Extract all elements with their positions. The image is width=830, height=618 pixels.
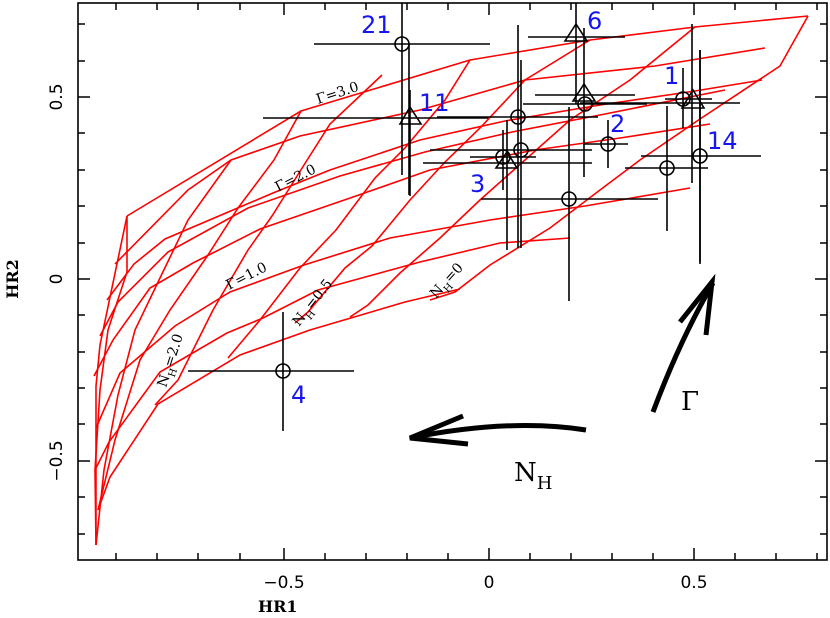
x-axis-title: HR1 (258, 597, 298, 616)
source-circle-e[interactable] (481, 107, 658, 301)
source-circle-d[interactable] (625, 106, 708, 231)
source-2[interactable] (583, 120, 628, 168)
gamma-curve-8 (97, 288, 461, 511)
grid-left-boundary (95, 215, 128, 545)
gamma-curve-3 (106, 79, 763, 301)
source-21[interactable] (314, 3, 490, 195)
label-2: 2 (610, 110, 625, 138)
source-labels: 21 6 11 1 2 14 3 4 (291, 7, 738, 409)
nh-curve-4 (154, 74, 383, 406)
nh-arrow-label: NH (514, 458, 552, 494)
source-11[interactable] (263, 90, 488, 196)
gamma-curve-5 (93, 123, 711, 377)
nh-curve-2 (294, 39, 591, 324)
label-11: 11 (419, 89, 450, 117)
label-21: 21 (361, 11, 392, 39)
nh0-label: NH=0 (427, 260, 470, 304)
y-ticks (78, 23, 827, 535)
xtick-0: 0 (484, 573, 495, 593)
source-triangle-c[interactable] (423, 120, 592, 250)
ytick-05: 0.5 (47, 83, 67, 110)
svg-text:NH=2.0: NH=2.0 (155, 332, 191, 390)
model-grid (93, 15, 809, 546)
source-14[interactable] (641, 50, 761, 264)
y-axis-title: HR2 (3, 259, 22, 299)
xtick-neg05: −0.5 (263, 573, 304, 593)
source-1[interactable] (665, 68, 712, 128)
nh2-label: NH=2.0 (155, 332, 191, 390)
ytick-0: 0 (47, 274, 67, 285)
gamma-curve-2 (114, 47, 766, 265)
ytick-neg05: −0.5 (47, 440, 67, 481)
nh-curve-6 (95, 159, 232, 546)
nh-curve-0 (429, 15, 809, 301)
source-circle-b[interactable] (437, 25, 598, 248)
gamma2-label: Γ=2.0 (273, 161, 319, 195)
data-points (188, 3, 761, 431)
gamma-curve-1 (126, 15, 809, 217)
x-ticks (115, 3, 818, 560)
label-6: 6 (587, 7, 602, 35)
source-4[interactable] (188, 312, 354, 431)
source-6[interactable] (528, 3, 625, 104)
gamma3-label: Γ=3.0 (314, 79, 361, 108)
label-3: 3 (470, 170, 485, 198)
gamma-curve-6 (95, 187, 691, 429)
gamma-curve-7 (94, 237, 571, 471)
gamma1-label: Γ=1.0 (224, 259, 270, 293)
label-4: 4 (291, 381, 306, 409)
nh-curve-5 (97, 110, 302, 511)
xtick-05: 0.5 (680, 573, 707, 593)
nh-arrow (409, 413, 587, 447)
source-circle-a[interactable] (523, 96, 647, 112)
label-1: 1 (664, 62, 679, 90)
label-14: 14 (707, 127, 738, 155)
x-tick-labels: −0.5 0 0.5 (263, 573, 707, 593)
axes-frame (77, 2, 828, 561)
gamma-arrow-label: Γ (681, 387, 699, 417)
gamma-curve-4 (99, 89, 726, 337)
svg-text:NH=0: NH=0 (427, 260, 470, 304)
nh-curve-1 (349, 26, 696, 318)
gamma-arrow (650, 273, 716, 413)
nh-curve-3 (227, 59, 471, 359)
nh-curve-7 (94, 216, 128, 546)
y-tick-labels: 0.5 0 −0.5 (47, 83, 67, 481)
